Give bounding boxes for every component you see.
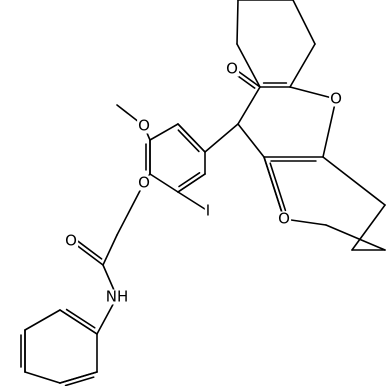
bond-c4a-y3 [322, 156, 386, 206]
pyran-oxygen-label: O [329, 89, 343, 108]
bond-y6-c8a [263, 156, 285, 220]
bond-a5-a6-second [178, 172, 201, 188]
bond-cam-oam-second [76, 239, 103, 260]
bond-x3-x4 [289, 43, 316, 88]
bond-a5-i [177, 191, 209, 212]
carbonyl-oxygen-bottom-label: O [277, 209, 291, 228]
bond-x5-x7 [234, 68, 261, 88]
bond-a2-a3 [149, 123, 179, 141]
amide-oxygen-label: O [64, 231, 78, 250]
bond-y6-c8a-second [269, 162, 287, 212]
bond-c9-c8a [237, 123, 265, 158]
bond-x5-x6 [236, 43, 261, 88]
bond-x2-x3 [292, 0, 316, 45]
bond-a1-a2-second [177, 129, 200, 153]
amide-nh-label: NH [104, 287, 130, 306]
bond-x5-x7-second [234, 73, 256, 89]
bond-x5-c9 [237, 86, 261, 125]
bond-oe-ch2 [116, 182, 145, 236]
ether-oxygen-label: O [137, 173, 151, 192]
bond-p5-p6-second [64, 376, 95, 386]
bond-ch2-cam [102, 234, 118, 266]
bond-a5-a6 [177, 173, 206, 193]
bond-p1-p2-second [65, 308, 96, 329]
bond-y2-y5 [325, 224, 386, 251]
bond-p5-p6 [59, 371, 98, 384]
bond-p1-p2 [59, 309, 98, 335]
bond-y5-y6 [283, 218, 327, 226]
bond-x4-o10 [289, 86, 337, 100]
carbonyl-oxygen-top-label: O [225, 59, 239, 78]
bond-p4-p5 [24, 371, 61, 384]
bond-a4-a5 [149, 173, 179, 193]
bond-y3-y4 [351, 204, 386, 251]
iodine-label: I [204, 201, 212, 220]
bond-x6-x1 [236, 0, 239, 45]
methoxy-oxygen-label: O [137, 116, 151, 135]
bond-a1-a2 [177, 123, 206, 153]
bond-c9-a1 [204, 123, 239, 153]
bond-o10-c4a [322, 98, 337, 158]
bond-p2-p3 [24, 309, 61, 331]
